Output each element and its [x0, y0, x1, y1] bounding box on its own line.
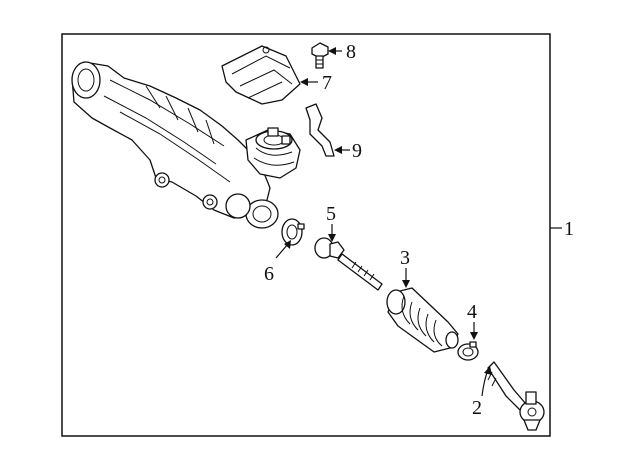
clamp [457, 341, 479, 361]
leader-2 [481, 369, 489, 397]
callout-4: 4 [467, 301, 477, 323]
callout-9: 9 [352, 140, 362, 162]
callout-8: 8 [346, 41, 356, 63]
callout-1: 1 [564, 218, 574, 240]
leader-6 [275, 243, 289, 259]
arrowhead-2 [484, 366, 492, 375]
arrowhead-9 [334, 146, 342, 154]
boot [386, 287, 459, 353]
callout-2: 2 [472, 397, 482, 419]
seal-bushing [281, 218, 305, 246]
outer-tie-rod-end [487, 361, 545, 431]
arrowhead-7 [300, 78, 308, 86]
heat-shield [221, 45, 301, 105]
inner-tie-rod [314, 237, 383, 291]
assembly-frame [61, 33, 551, 437]
arrowhead-6 [284, 240, 291, 249]
bolt [311, 42, 329, 69]
steering-gear-housing [71, 61, 301, 229]
arrowhead-5 [328, 234, 336, 242]
clip-bracket [305, 103, 335, 157]
callout-5: 5 [326, 203, 336, 225]
callout-7: 7 [322, 72, 332, 94]
arrowhead-8 [328, 47, 336, 55]
arrowhead-3 [402, 280, 410, 288]
callout-3: 3 [400, 247, 410, 269]
arrowhead-4 [470, 332, 478, 340]
callout-6: 6 [264, 263, 274, 285]
